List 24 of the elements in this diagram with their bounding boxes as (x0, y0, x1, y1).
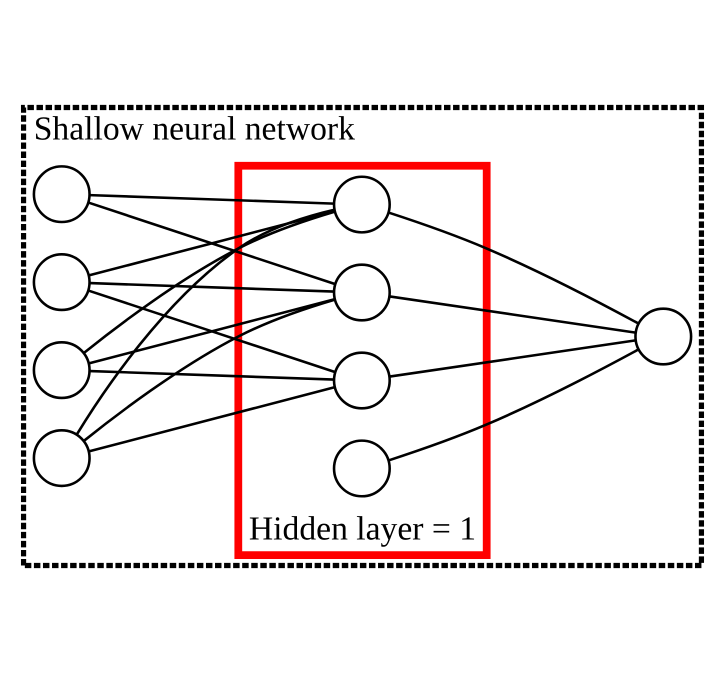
cluster: Hidden layer = 1 (234, 162, 491, 559)
connector (76, 208, 335, 436)
connector (90, 370, 334, 381)
node-circle (332, 351, 391, 410)
node-circle (32, 341, 91, 400)
connector (83, 298, 336, 442)
node-circle (332, 263, 391, 322)
node-circle (32, 165, 91, 224)
connector (88, 289, 336, 374)
node-circle (32, 253, 91, 312)
node-circle (32, 429, 91, 488)
connector (88, 386, 335, 453)
connector (90, 194, 334, 205)
node-circle (634, 307, 692, 366)
connector (389, 295, 636, 334)
connector (388, 348, 640, 462)
connector (88, 298, 335, 365)
connector (83, 210, 336, 354)
node-circle (332, 439, 391, 498)
connector (388, 211, 640, 325)
connector (389, 339, 636, 378)
connector (90, 282, 334, 293)
connector (88, 201, 336, 286)
node-circle (332, 175, 391, 234)
